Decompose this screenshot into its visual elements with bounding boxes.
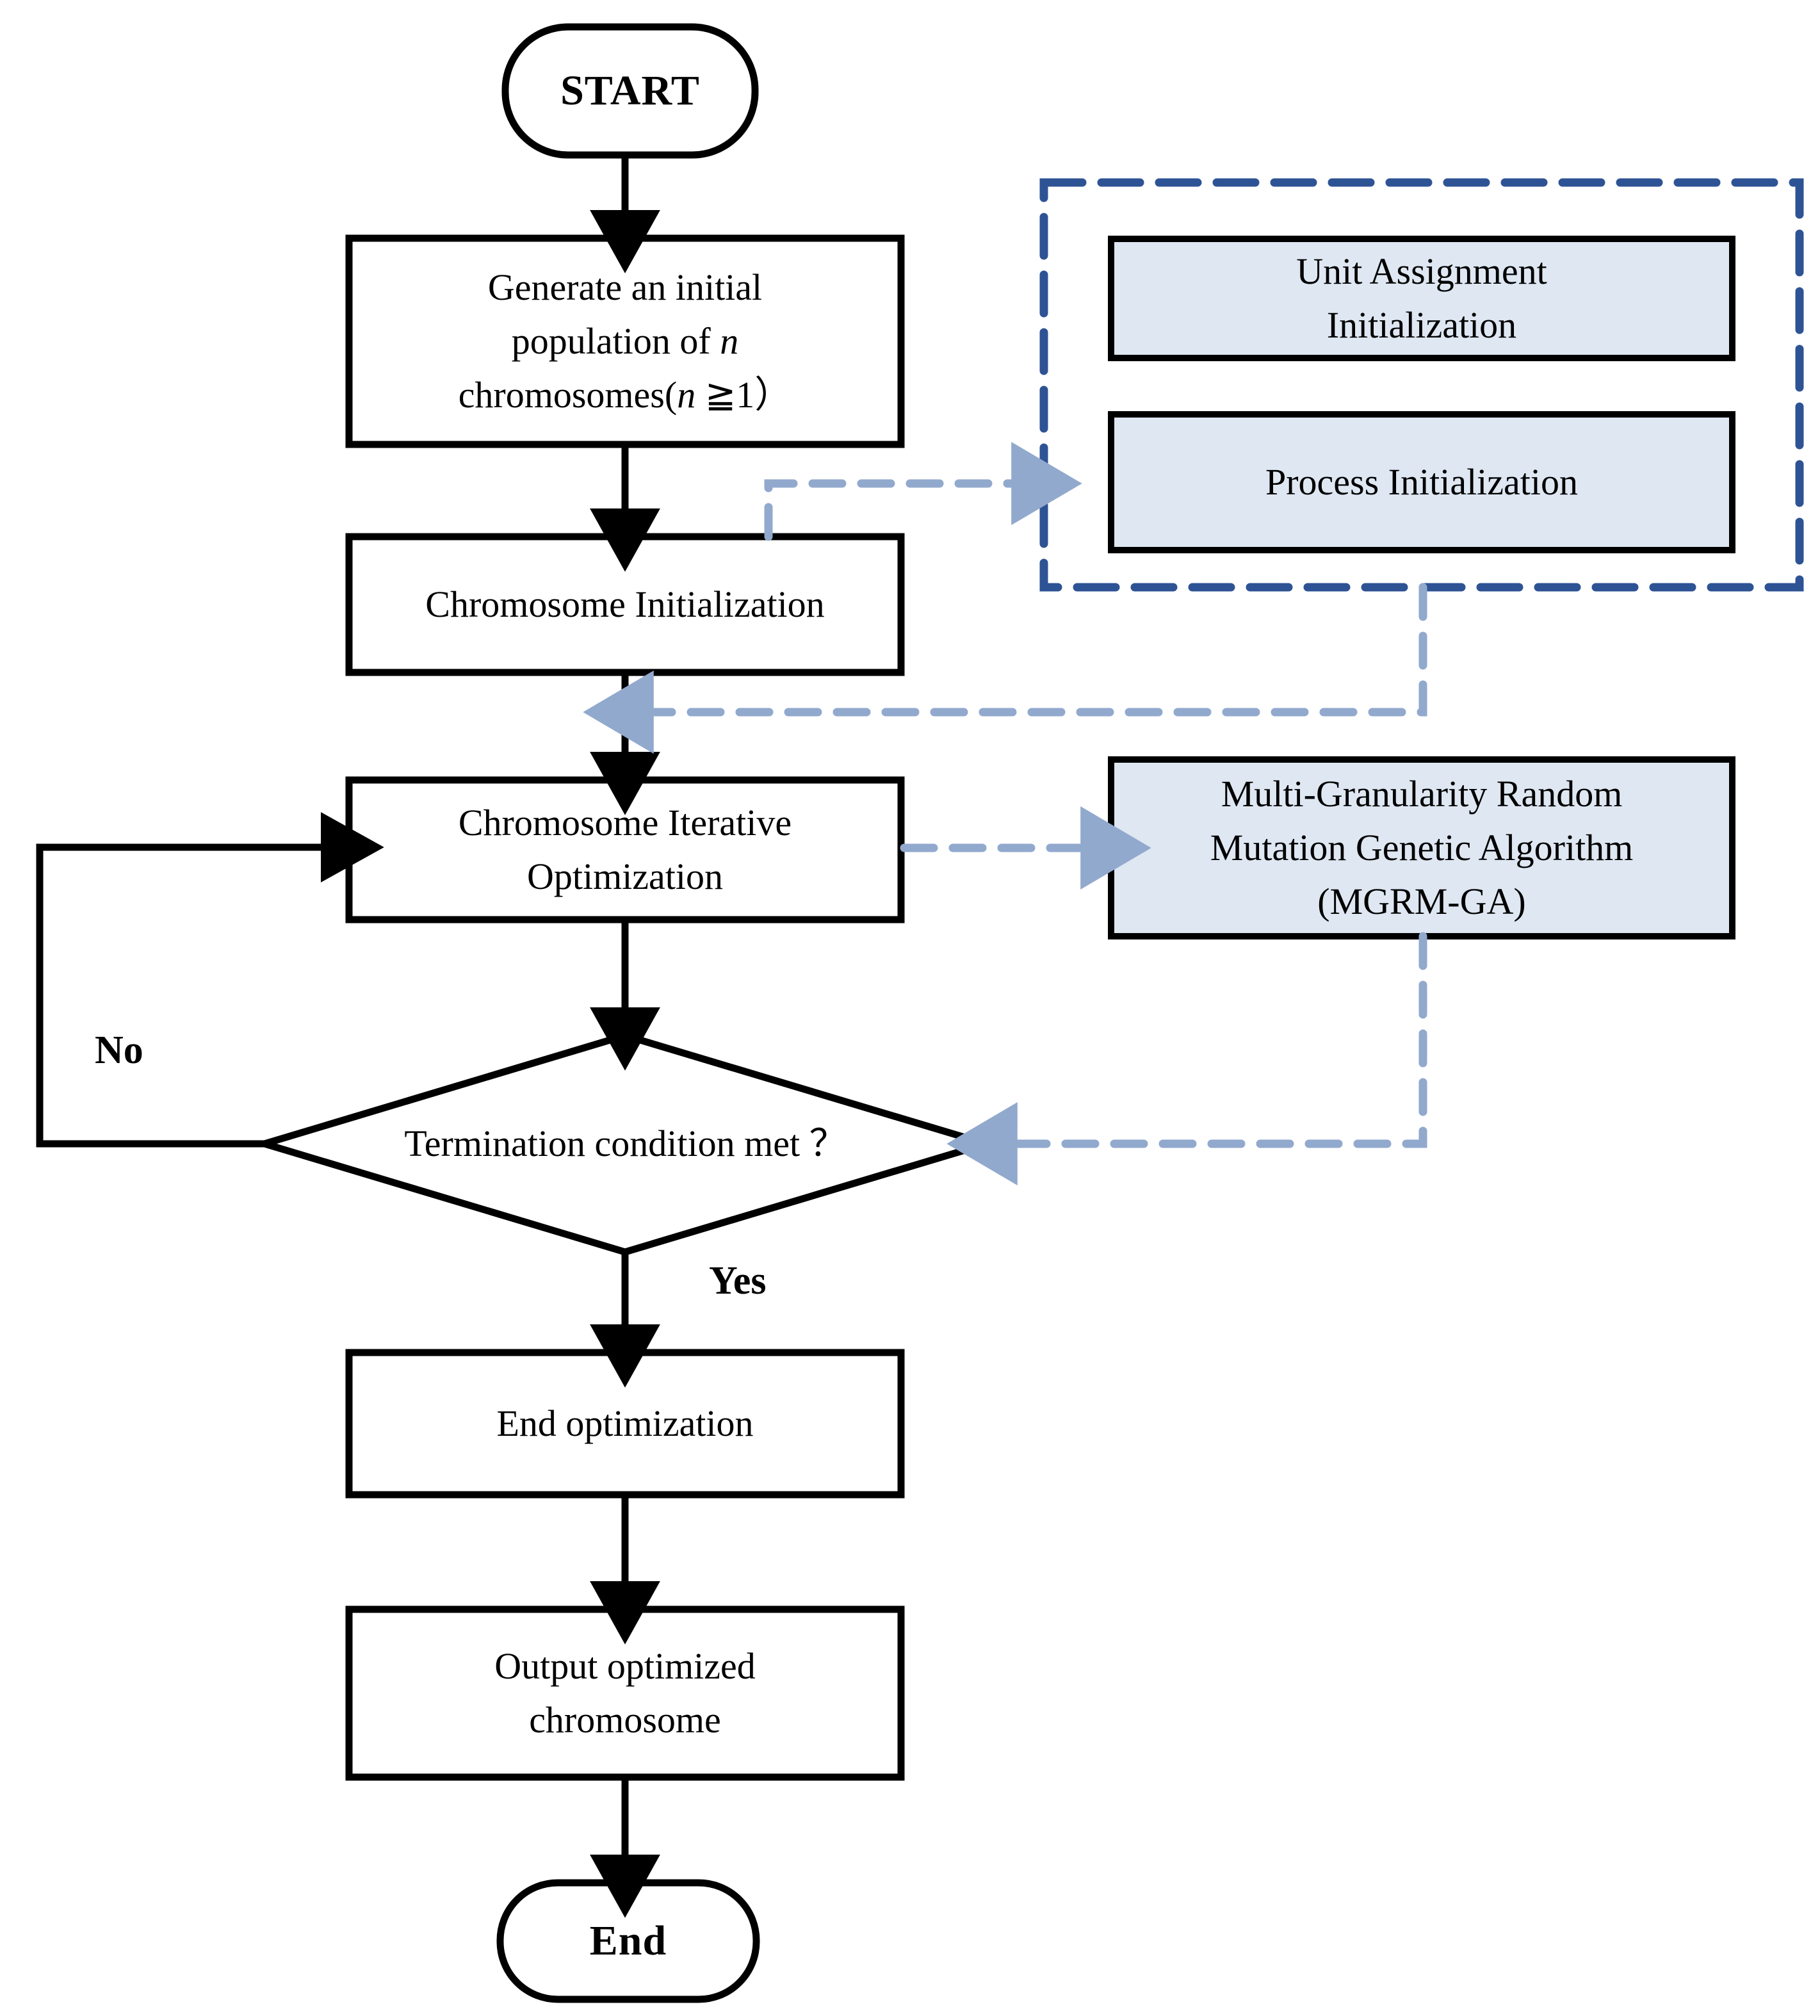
output-chromosome-box-shape bbox=[345, 1605, 905, 1781]
end-terminator-shape bbox=[496, 1879, 760, 2003]
mgrm-ga-box-shape bbox=[1108, 756, 1735, 939]
edge-label-no: No bbox=[95, 1028, 143, 1072]
chromosome-iterative-optimization-box-shape bbox=[345, 776, 905, 923]
edge-dashed-to-initialization-group bbox=[764, 442, 1082, 541]
chromosome-initialization-box-shape bbox=[345, 533, 905, 676]
edge-dashed-group-return bbox=[583, 583, 1427, 754]
unit-assignment-initialization-box-shape bbox=[1108, 236, 1735, 361]
start-terminator-shape bbox=[501, 23, 759, 159]
edge-decision-no-feedback-loop bbox=[36, 812, 384, 1148]
edge-label-yes: Yes bbox=[709, 1259, 767, 1303]
generate-population-box-shape bbox=[345, 234, 905, 448]
process-initialization-box-shape bbox=[1108, 411, 1735, 553]
end-optimization-box-shape bbox=[345, 1349, 905, 1499]
termination-decision-shape bbox=[252, 1032, 999, 1256]
edge-dashed-mgrm-ga-return bbox=[947, 932, 1427, 1185]
